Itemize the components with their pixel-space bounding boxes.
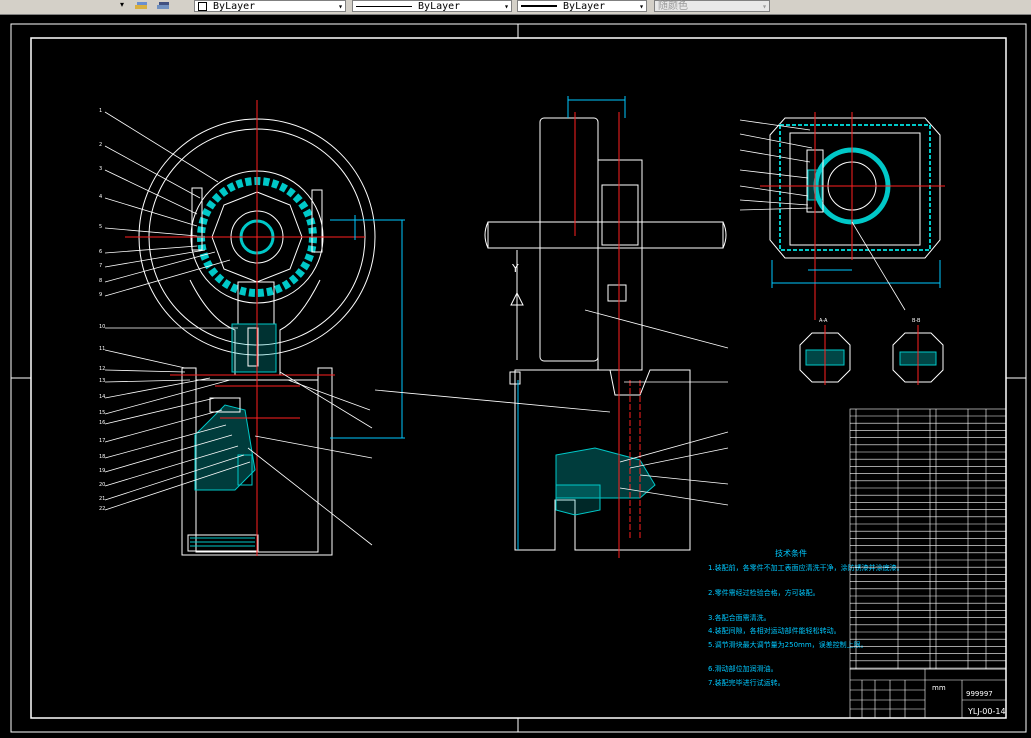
linetype-select[interactable]: ByLayer ▾ xyxy=(352,0,512,12)
part-number-label: 5 xyxy=(99,224,102,230)
part-number-label: 8 xyxy=(99,278,102,284)
part-number-label: 13 xyxy=(99,378,105,384)
part-number-label: 6 xyxy=(99,249,102,255)
technical-notes: 技术条件 1.装配前，各零件不加工表面应清洗干净，涂防锈漆并涂底漆。 2.零件需… xyxy=(708,548,904,687)
front-view: 1 2 3 4 5 6 7 8 9 10 11 12 13 14 15 16 1… xyxy=(99,100,405,556)
part-number-label: 15 xyxy=(99,410,105,416)
side-leaders xyxy=(374,309,729,506)
layer-state-icon[interactable] xyxy=(134,0,148,11)
part-number-label: 17 xyxy=(99,438,105,444)
part-number-label: 16 xyxy=(99,420,105,426)
title-code: 999997 xyxy=(966,690,993,698)
part-number-label: 11 xyxy=(99,346,105,352)
lower-frame xyxy=(181,367,333,556)
top-frame-outer xyxy=(769,117,941,259)
slider-block xyxy=(231,323,277,373)
section-a-label: A-A xyxy=(819,318,828,324)
flywheel-side xyxy=(539,117,599,362)
side-view: Y xyxy=(374,96,729,558)
plotstyle-select[interactable]: 随颜色 ▾ xyxy=(654,0,770,12)
note-item: 2.零件需经过检验合格，方可装配。 xyxy=(708,588,820,597)
layer-previous-icon[interactable] xyxy=(156,0,170,11)
part-number-label: 22 xyxy=(99,506,105,512)
part-number-label: 3 xyxy=(99,166,102,172)
part-number-label: 20 xyxy=(99,482,105,488)
note-item: 4.装配间隙，各相对运动部件能轻松转动。 xyxy=(708,626,841,635)
title-block: mm 999997 YLJ-00-14 xyxy=(849,668,1007,719)
note-item: 1.装配前，各零件不加工表面应清洗干净，涂防锈漆并涂底漆。 xyxy=(708,563,904,572)
main-shaft xyxy=(487,221,724,249)
part-number-label: 21 xyxy=(99,496,105,502)
frame-neck xyxy=(189,279,321,375)
part-number-label: 1 xyxy=(99,108,102,114)
view-y-label: Y xyxy=(511,262,519,275)
top-leaders xyxy=(739,119,906,311)
part-number-label: 12 xyxy=(99,366,105,372)
section-detail-a: A-A xyxy=(799,318,851,385)
crank-housing xyxy=(597,159,643,371)
part-number-label: 19 xyxy=(99,468,105,474)
inner-frame xyxy=(30,37,1007,719)
section-detail-b: B-B xyxy=(892,318,944,385)
side-dimensions xyxy=(517,96,626,550)
front-dimensions xyxy=(330,215,405,439)
part-number-label: 9 xyxy=(99,292,102,298)
top-view: A-A B-B xyxy=(739,112,945,385)
part-number-label: 2 xyxy=(99,142,102,148)
right-bolt xyxy=(311,189,323,253)
layer-dropdown-arrow[interactable]: ▾ xyxy=(120,0,125,9)
drawing-canvas[interactable]: 1 2 3 4 5 6 7 8 9 10 11 12 13 14 15 16 1… xyxy=(0,15,1031,738)
centering-marks xyxy=(11,24,1026,732)
properties-toolbar: ▾ ByLayer ▾ ByLayer ▾ ByLayer ▾ 随颜色 ▾ xyxy=(0,0,1031,15)
section-b-label: B-B xyxy=(912,318,921,324)
title-unit: mm xyxy=(932,684,946,692)
part-number-label: 14 xyxy=(99,394,105,400)
drawing-number: YLJ-00-14 xyxy=(967,707,1006,716)
slider-screw xyxy=(247,327,259,367)
note-item: 7.装配完毕进行试运转。 xyxy=(708,678,785,687)
left-bolt xyxy=(191,187,203,251)
part-number-label: 4 xyxy=(99,194,102,200)
top-dimensions xyxy=(771,260,941,288)
color-select[interactable]: ByLayer ▾ xyxy=(194,0,346,12)
notes-title: 技术条件 xyxy=(775,548,807,558)
note-item: 3.各配合面需清洗。 xyxy=(708,613,771,622)
base-plate xyxy=(187,534,259,552)
outer-frame xyxy=(10,23,1027,733)
front-leaders xyxy=(104,111,373,546)
part-number-label: 18 xyxy=(99,454,105,460)
note-item: 5.调节滑块最大调节量为250mm，误差控制上限。 xyxy=(708,640,868,649)
note-item: 6.滑动部位加润滑油。 xyxy=(708,664,778,673)
part-number-label: 10 xyxy=(99,324,105,330)
front-part-numbers: 1 2 3 4 5 6 7 8 9 10 11 12 13 14 15 16 1… xyxy=(99,108,105,512)
lower-body xyxy=(514,369,691,551)
top-frame-hatch xyxy=(779,124,931,251)
parts-list xyxy=(849,408,1007,670)
part-number-label: 7 xyxy=(99,263,102,269)
lineweight-select[interactable]: ByLayer ▾ xyxy=(517,0,647,12)
